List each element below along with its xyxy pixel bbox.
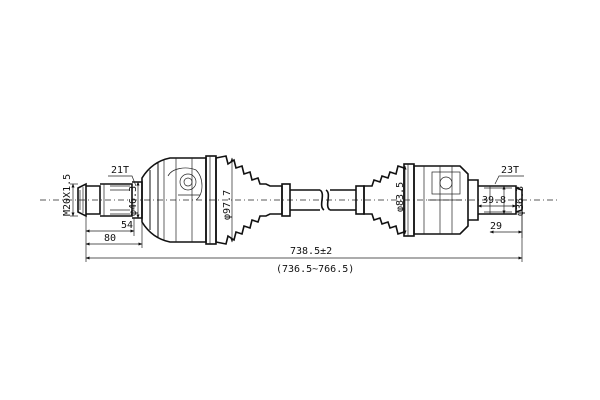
dimension-lines [70,157,524,262]
thread-label: M20X1.5 [62,174,73,216]
intermediate-shaft [290,189,356,211]
dia-inner-stub-label: φ36.3 [515,186,526,216]
len-29-label: 29 [490,221,502,232]
len-54-label: 54 [121,220,133,231]
len-80-label: 80 [104,233,116,244]
spline-outer-label: 21T [111,165,129,176]
spline-inner-label: 23T [501,165,519,176]
dia-inner-joint-label: φ83.5 [395,182,406,212]
dia-outer-joint-label: φ97.7 [222,190,233,220]
outer-cv-joint [77,155,291,245]
overall-length-label: 738.5±2 [290,246,332,257]
length-range-label: (736.5~766.5) [276,264,354,275]
len-39-8-label: 39.8 [482,195,506,206]
dia-outer-stub-label: φ46.3 [128,186,139,216]
